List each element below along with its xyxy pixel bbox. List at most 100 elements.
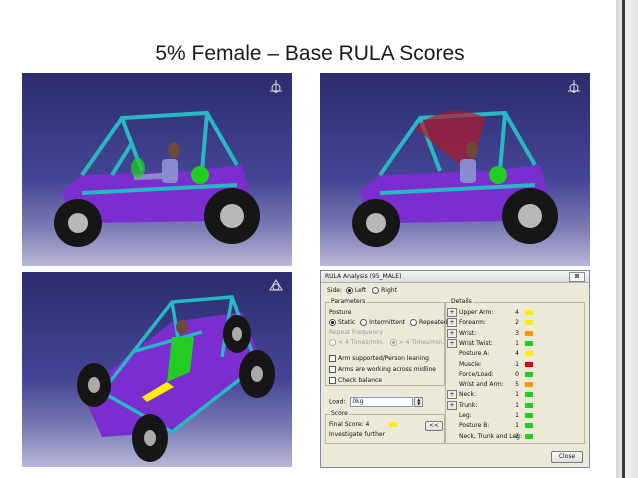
- detail-color-swatch: [525, 402, 533, 408]
- detail-row: Leg: 1: [447, 411, 533, 420]
- expand-plus-icon[interactable]: +: [447, 308, 457, 317]
- freq-lt4-label: < 4 Times/min.: [338, 339, 384, 346]
- detail-color-swatch: [525, 423, 533, 429]
- score-label: Score: [330, 410, 349, 417]
- detail-row: +Forearm:2: [447, 318, 533, 328]
- detail-label: Posture B:: [459, 422, 490, 430]
- details-group: Details: [445, 298, 585, 444]
- detail-color-swatch: [525, 330, 533, 336]
- compass-icon[interactable]: [268, 79, 284, 95]
- expand-plus-icon[interactable]: +: [447, 338, 457, 348]
- detail-label: Muscle:: [459, 360, 482, 368]
- detail-color-swatch: [525, 392, 533, 398]
- detail-label: Leg:: [459, 412, 472, 419]
- side-left-label: Left: [354, 287, 367, 294]
- detail-value: 1: [515, 412, 519, 419]
- details-label: Details: [450, 298, 473, 305]
- side-right-radio[interactable]: [372, 287, 380, 294]
- side-label: Side:: [327, 287, 342, 294]
- side-left-radio[interactable]: [345, 287, 353, 294]
- detail-row: Posture B: 1: [447, 421, 533, 430]
- arm-supported-label: Arm supported/Person leaning: [338, 355, 429, 362]
- driver-figure: [134, 142, 180, 183]
- reach-zone-red: [415, 110, 485, 173]
- rula-analysis-dialog: RULA Analysis (95_MALE) ⊠ Side: Left Rig…: [320, 270, 590, 468]
- check-balance-option[interactable]: Check balance: [329, 377, 382, 384]
- arm-supported-checkbox[interactable]: [329, 355, 336, 362]
- detail-value: 3: [515, 329, 519, 337]
- arms-midline-checkbox[interactable]: [329, 366, 336, 373]
- detail-value: 4: [515, 350, 519, 358]
- driver-figure: [142, 320, 194, 402]
- arms-midline-option[interactable]: Arms are working across midline: [329, 366, 436, 373]
- arm-supported-option[interactable]: Arm supported/Person leaning: [329, 355, 429, 362]
- detail-row: +Wrist: 3: [447, 328, 533, 338]
- load-row: Load: 0kg▲▼: [329, 397, 424, 407]
- roll-cage: [80, 110, 239, 195]
- detail-color-swatch: [525, 340, 533, 346]
- parameters-label: Parameters: [330, 298, 367, 305]
- load-input[interactable]: 0kg: [350, 397, 414, 407]
- rear-wheel: [204, 188, 260, 244]
- wheel: [132, 414, 168, 462]
- side-right-label: Right: [381, 287, 397, 294]
- freq-gt4-radio[interactable]: [389, 339, 397, 346]
- slide-edge-bar: [616, 0, 638, 478]
- detail-row: Neck, Trunk and Leg:2: [447, 432, 533, 441]
- detail-color-swatch: [525, 351, 533, 357]
- posture-static-radio[interactable]: [329, 319, 336, 326]
- compass-icon[interactable]: [268, 278, 284, 294]
- detail-color-swatch: [525, 361, 533, 367]
- detail-value: 1: [515, 422, 519, 430]
- detail-value: 5: [515, 381, 519, 389]
- final-score-swatch: [389, 422, 398, 427]
- expand-plus-icon[interactable]: +: [447, 400, 457, 410]
- detail-color-swatch: [525, 382, 533, 388]
- detail-label: Trunk:: [459, 401, 478, 409]
- driver-figure: [460, 142, 478, 183]
- final-score-text: Final Score: 4: [329, 421, 370, 428]
- posture-options: Static Intermittent Repeated: [329, 319, 448, 326]
- posture-label: Posture: [329, 309, 352, 316]
- front-wheel: [54, 199, 102, 247]
- front-wheel: [352, 199, 400, 247]
- detail-color-swatch: [525, 433, 533, 439]
- viewport-side-view[interactable]: [22, 73, 292, 266]
- expand-plus-icon[interactable]: +: [447, 318, 457, 328]
- freq-lt4-radio[interactable]: [329, 339, 336, 346]
- detail-row: +Trunk: 1: [447, 400, 533, 410]
- close-button[interactable]: Close: [551, 451, 583, 463]
- detail-label: Neck, Trunk and Leg:: [459, 432, 522, 440]
- detail-color-swatch: [525, 310, 533, 315]
- arms-midline-label: Arms are working across midline: [338, 366, 436, 373]
- detail-color-swatch: [525, 320, 533, 326]
- detail-color-swatch: [525, 371, 533, 377]
- expand-button[interactable]: <<: [425, 421, 443, 431]
- detail-label: Upper Arm:: [459, 309, 494, 316]
- detail-row: Wrist and Arm:5: [447, 380, 533, 389]
- detail-label: Neck:: [459, 391, 476, 399]
- viewport-iso-view[interactable]: [22, 272, 292, 467]
- posture-intermittent-label: Intermittent: [369, 319, 406, 326]
- check-balance-label: Check balance: [338, 377, 382, 384]
- detail-value: 2: [515, 432, 519, 440]
- buggy-iso-model: [77, 295, 275, 462]
- detail-label: Wrist:: [459, 329, 477, 337]
- rear-wheel: [502, 188, 558, 244]
- dialog-titlebar[interactable]: RULA Analysis (95_MALE) ⊠: [321, 271, 589, 283]
- compass-icon[interactable]: [566, 79, 582, 95]
- load-spinner-icon[interactable]: ▲▼: [414, 397, 424, 407]
- posture-static-label: Static: [338, 319, 356, 326]
- parameters-group: Parameters: [325, 298, 445, 386]
- detail-row: +Neck: 1: [447, 390, 533, 400]
- viewport-reach-view[interactable]: [320, 73, 590, 266]
- detail-value: 1: [515, 391, 519, 399]
- expand-plus-icon[interactable]: +: [447, 328, 457, 338]
- expand-plus-icon[interactable]: +: [447, 390, 457, 400]
- posture-intermittent-radio[interactable]: [360, 319, 368, 326]
- close-icon[interactable]: ⊠: [569, 272, 585, 282]
- check-balance-checkbox[interactable]: [329, 377, 336, 384]
- detail-label: Forearm:: [459, 319, 486, 327]
- posture-repeated-radio[interactable]: [410, 319, 418, 326]
- detail-value: 1: [515, 401, 519, 409]
